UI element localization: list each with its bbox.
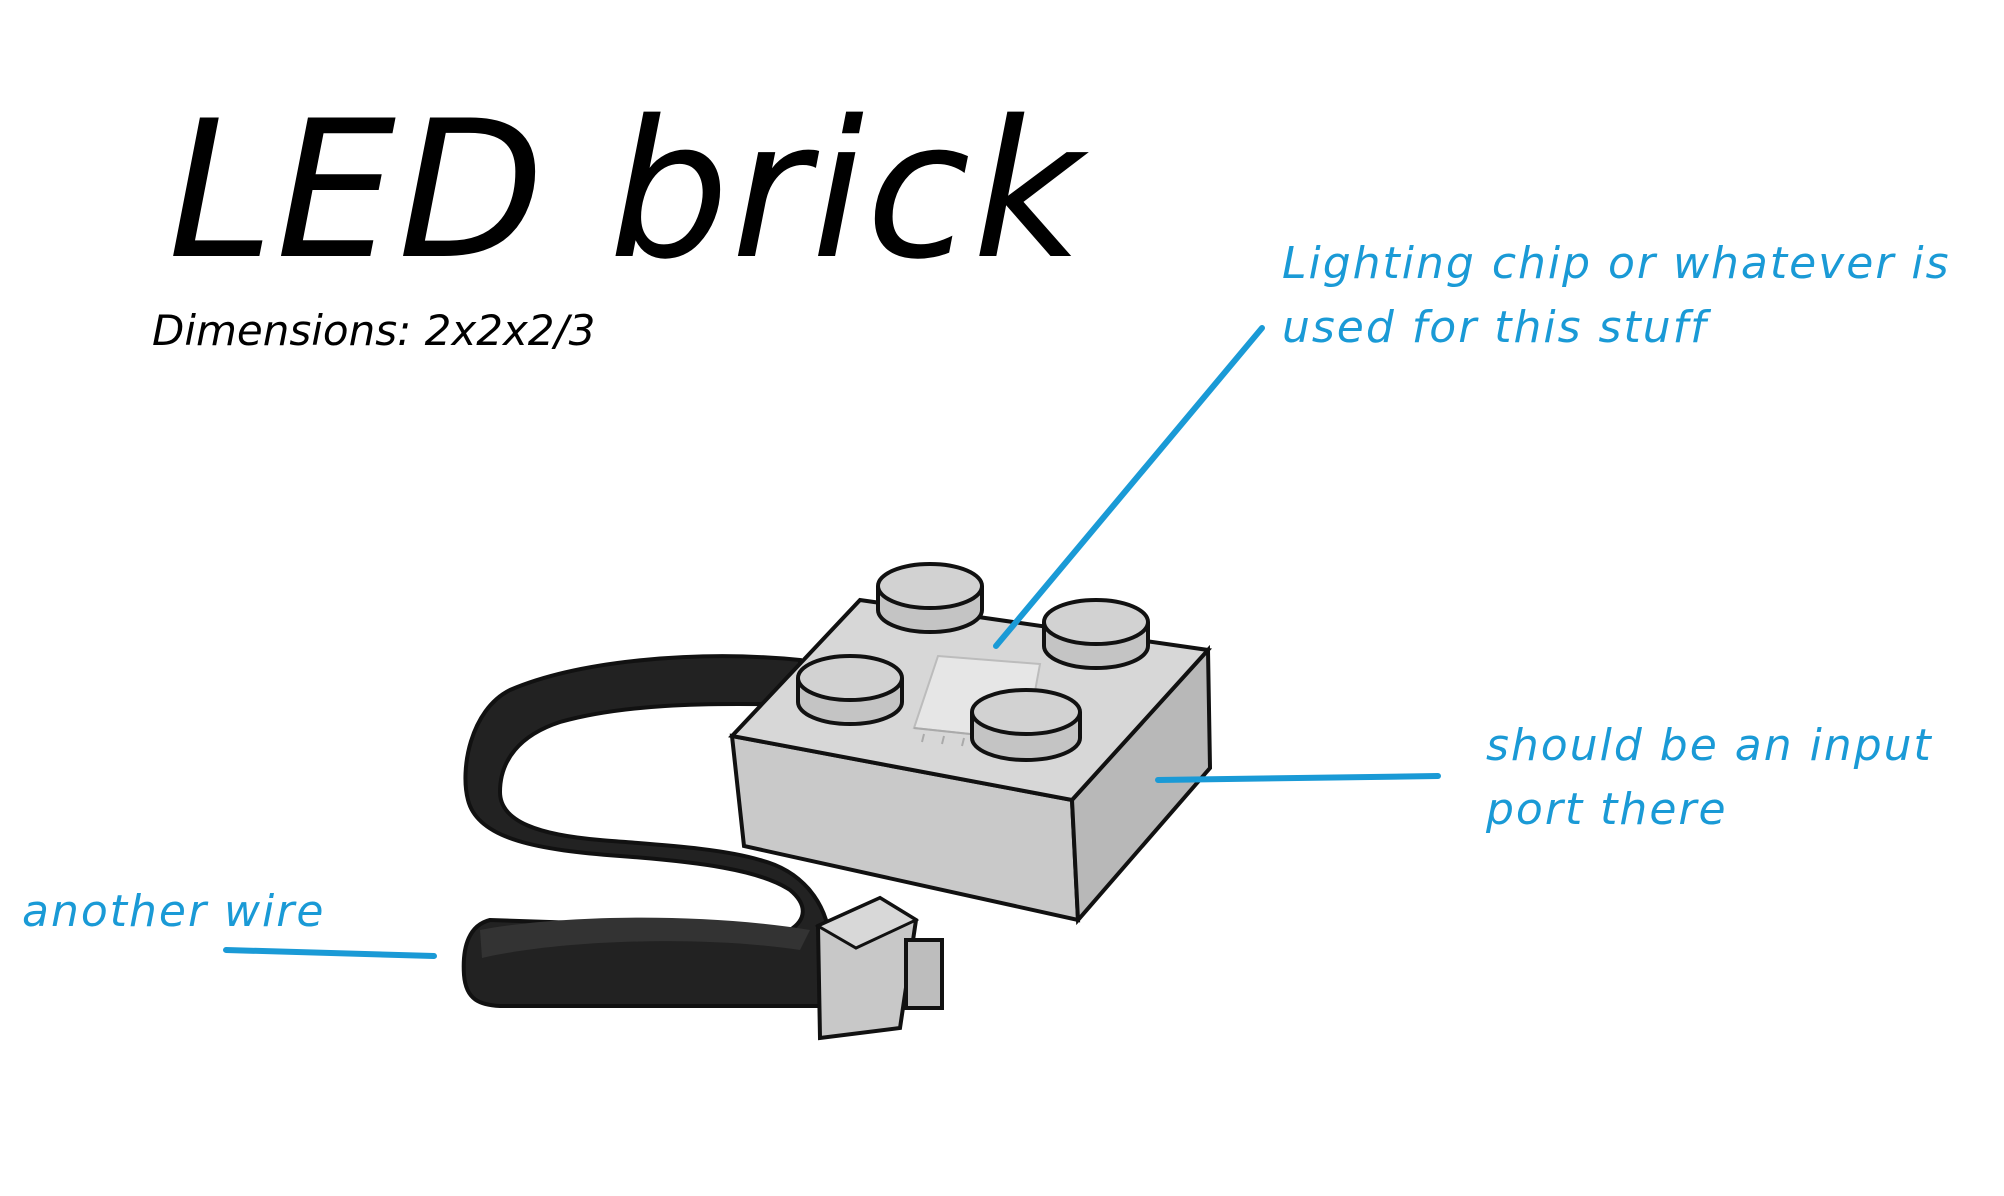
connector-top <box>814 896 920 950</box>
chip-annotation: Lighting chip or whatever is used for th… <box>1282 232 1951 360</box>
port-annotation-line-1: should be an input <box>1486 720 1933 771</box>
page-title: LED brick <box>168 80 1085 301</box>
port-leader-line <box>1155 773 1441 783</box>
wire-annotation-line-1: another wire <box>22 886 326 937</box>
chip-leader-line <box>993 325 1265 649</box>
lego-brick <box>728 562 1213 926</box>
wire-annotation: another wire <box>22 880 325 944</box>
stud <box>796 654 904 726</box>
port-annotation-line-2: port there <box>1486 784 1728 835</box>
wire-top-band <box>480 917 810 958</box>
port-annotation: should be an input port there <box>1486 714 1933 842</box>
stud <box>970 688 1082 762</box>
stud <box>1042 598 1150 670</box>
wire-connector <box>814 895 944 1041</box>
connector-tab <box>904 938 944 1010</box>
wire-leader-line <box>223 947 437 959</box>
dimensions-label: Dimensions: 2x2x2/3 <box>152 306 596 355</box>
stud <box>876 562 984 634</box>
chip-annotation-line-2: used for this stuff <box>1282 302 1708 353</box>
chip-annotation-line-1: Lighting chip or whatever is <box>1282 238 1951 289</box>
